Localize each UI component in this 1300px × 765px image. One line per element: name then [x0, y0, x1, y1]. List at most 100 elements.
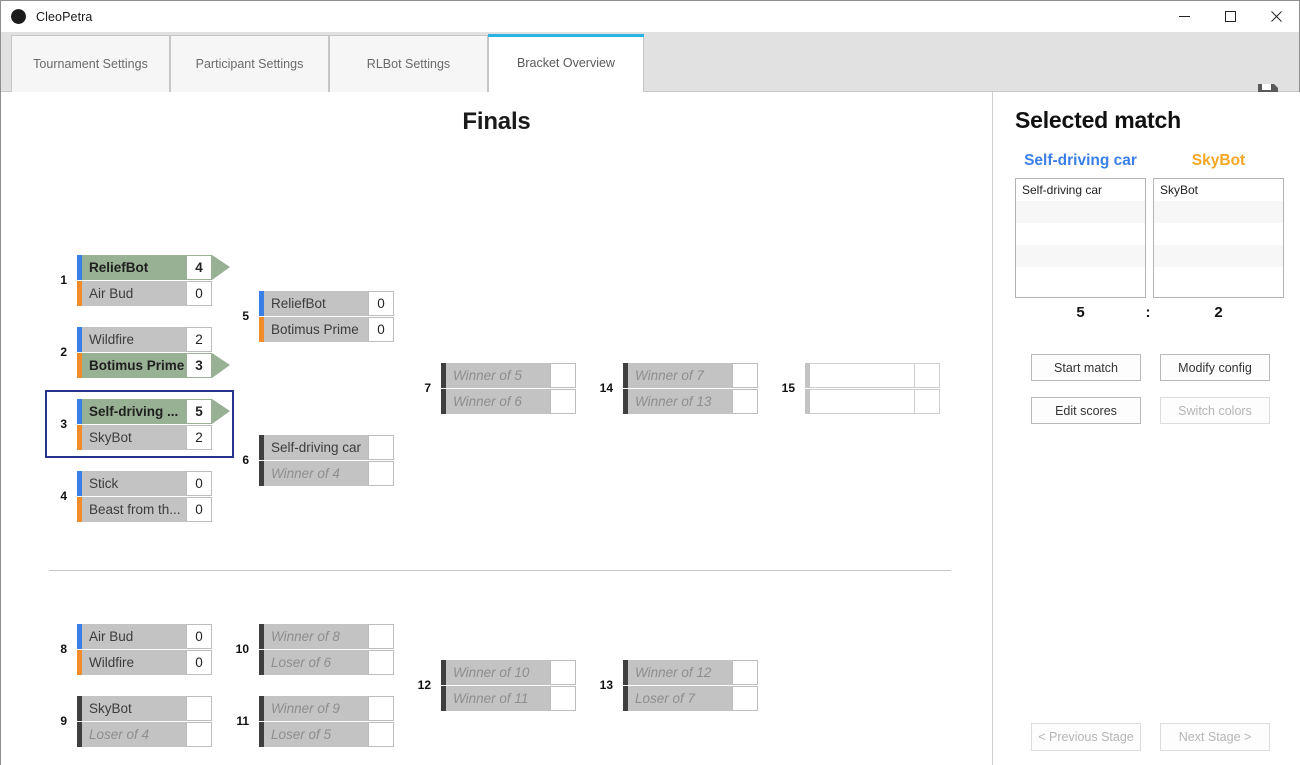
match-row[interactable]: Winner of 7 [623, 363, 758, 388]
match-row[interactable]: Loser of 5 [259, 722, 394, 747]
team-score: 0 [368, 317, 394, 342]
roster-item[interactable] [1154, 223, 1283, 245]
team-color-bar [77, 624, 82, 649]
roster-item[interactable]: Self-driving car [1022, 183, 1103, 197]
roster-item[interactable]: SkyBot [1160, 183, 1199, 197]
match-row[interactable]: Loser of 4 [77, 722, 212, 747]
match-row[interactable] [805, 389, 940, 414]
team-name: Wildfire [82, 327, 186, 352]
minimize-button[interactable] [1161, 1, 1207, 32]
roster-item[interactable] [1154, 267, 1283, 289]
team-color-bar [805, 389, 810, 414]
match-number: 4 [60, 489, 67, 503]
team-score [550, 660, 576, 685]
team-name: Self-driving ... [82, 399, 186, 424]
match-number: 7 [424, 381, 431, 395]
team-name: Winner of 4 [264, 461, 368, 486]
tab-participant-settings[interactable]: Participant Settings [170, 35, 329, 92]
orange-team-name: SkyBot [1191, 152, 1246, 169]
team-name: Winner of 7 [628, 363, 732, 388]
previous-stage-button[interactable]: < Previous Stage [1031, 723, 1141, 751]
team-score [914, 389, 940, 414]
match-row[interactable]: Winner of 10 [441, 660, 576, 685]
orange-team-roster[interactable]: SkyBot [1153, 178, 1284, 298]
close-button[interactable] [1253, 1, 1299, 32]
match-number: 2 [60, 345, 67, 359]
team-color-bar [77, 471, 82, 496]
match-number: 10 [235, 642, 249, 656]
team-score: 0 [186, 650, 212, 675]
match-number: 14 [599, 381, 613, 395]
pane-divider [992, 92, 993, 765]
team-name: Winner of 6 [446, 389, 550, 414]
match-row[interactable] [805, 363, 940, 388]
tab-label: RLBot Settings [366, 57, 451, 71]
roster-item[interactable] [1016, 201, 1145, 223]
roster-item[interactable] [1016, 245, 1145, 267]
blue-team-roster[interactable]: Self-driving car [1015, 178, 1146, 298]
match-row[interactable]: Loser of 6 [259, 650, 394, 675]
tab-tournament-settings[interactable]: Tournament Settings [11, 35, 170, 92]
match-row[interactable]: Beast from th...0 [77, 497, 212, 522]
team-color-bar [259, 722, 264, 747]
tab-label: Tournament Settings [33, 57, 148, 71]
match-row[interactable]: Winner of 13 [623, 389, 758, 414]
roster-item[interactable] [1016, 267, 1145, 289]
match-row[interactable]: Winner of 4 [259, 461, 394, 486]
match-number: 9 [60, 714, 67, 728]
team-color-bar [77, 650, 82, 675]
team-name: SkyBot [82, 425, 186, 450]
match-row[interactable]: Winner of 8 [259, 624, 394, 649]
team-name: SkyBot [82, 696, 186, 721]
cleopetra-logo-icon [11, 9, 26, 24]
orange-team-score: 2 [1214, 304, 1223, 321]
match-row[interactable]: Winner of 5 [441, 363, 576, 388]
team-score [732, 660, 758, 685]
match-row[interactable]: Self-driving car [259, 435, 394, 460]
tab-bracket-overview[interactable]: Bracket Overview [488, 34, 644, 92]
roster-item[interactable] [1154, 201, 1283, 223]
edit-scores-button[interactable]: Edit scores [1031, 397, 1141, 424]
team-score [368, 722, 394, 747]
maximize-button[interactable] [1207, 1, 1253, 32]
team-name: ReliefBot [82, 255, 186, 280]
team-color-bar [623, 389, 628, 414]
match-row[interactable]: Winner of 12 [623, 660, 758, 685]
match-row[interactable]: Winner of 9 [259, 696, 394, 721]
team-color-bar [77, 353, 82, 378]
match-row[interactable]: SkyBot [77, 696, 212, 721]
start-match-button[interactable]: Start match [1031, 354, 1141, 381]
team-color-bar [623, 660, 628, 685]
match-row[interactable]: Winner of 11 [441, 686, 576, 711]
match-row[interactable]: Self-driving ...5 [77, 399, 212, 424]
bracket-title: Finals [462, 108, 531, 135]
next-stage-button[interactable]: Next Stage > [1160, 723, 1270, 751]
team-color-bar [623, 363, 628, 388]
team-score [186, 722, 212, 747]
team-name: Winner of 12 [628, 660, 732, 685]
team-score [550, 686, 576, 711]
roster-item[interactable] [1154, 245, 1283, 267]
switch-colors-button[interactable]: Switch colors [1160, 397, 1270, 424]
team-score: 4 [186, 255, 212, 280]
match-row[interactable]: Winner of 6 [441, 389, 576, 414]
team-name: Loser of 5 [264, 722, 368, 747]
tab-rlbot-settings[interactable]: RLBot Settings [329, 35, 488, 92]
match-row[interactable]: Loser of 7 [623, 686, 758, 711]
roster-item[interactable] [1016, 223, 1145, 245]
team-color-bar [441, 660, 446, 685]
modify-config-button[interactable]: Modify config [1160, 354, 1270, 381]
team-color-bar [77, 497, 82, 522]
team-score [732, 686, 758, 711]
team-name: Beast from th... [82, 497, 186, 522]
